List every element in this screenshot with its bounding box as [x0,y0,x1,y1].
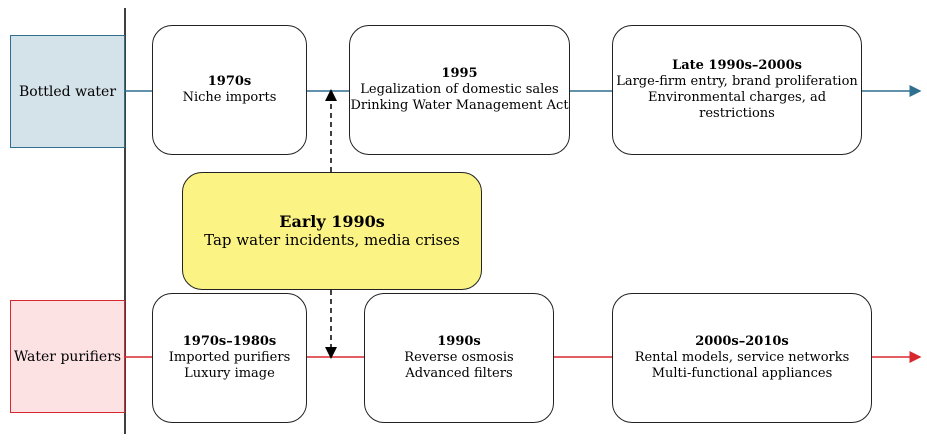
purifier-stage-1: 1970s–1980s Imported purifiers Luxury im… [152,293,307,423]
stage-line: Advanced filters [405,366,513,381]
stage-line: Rental models, service networks [634,350,850,365]
stage-title: 1995 [441,66,478,81]
stage-line: Imported purifiers [168,350,291,365]
purifier-stage-3: 2000s–2010s Rental models, service netwo… [612,293,872,423]
stage-title: 1970s–1980s [182,334,277,349]
water-purifiers-label-text: Water purifiers [13,348,122,365]
event-title: Early 1990s [279,212,385,231]
bottled-water-label: Bottled water [10,35,125,148]
stage-line: Luxury image [184,366,275,381]
purifier-stage-2: 1990s Reverse osmosis Advanced filters [364,293,554,423]
bottled-water-label-text: Bottled water [18,83,117,100]
stage-line: Legalization of domestic sales [360,82,559,97]
stage-line: Multi-functional appliances [651,366,833,381]
stage-line: Reverse osmosis [404,350,514,365]
stage-title: 1970s [207,74,252,89]
bottled-stage-3: Late 1990s–2000s Large-firm entry, brand… [612,25,862,155]
early-1990s-event: Early 1990s Tap water incidents, media c… [182,172,482,290]
stage-title: 1990s [437,334,481,349]
stage-title: Late 1990s–2000s [672,58,802,73]
bottled-stage-1: 1970s Niche imports [152,25,307,155]
water-purifiers-label: Water purifiers [10,300,125,413]
bottled-stage-2: 1995 Legalization of domestic sales Drin… [349,25,570,155]
stage-line: Large-firm entry, brand proliferation [616,74,858,89]
stage-line: Drinking Water Management Act [350,98,569,113]
stage-line: Niche imports [182,90,277,105]
event-description: Tap water incidents, media crises [204,231,460,249]
stage-line: Environmental charges, ad restrictions [647,90,827,121]
stage-title: 2000s–2010s [695,334,789,349]
